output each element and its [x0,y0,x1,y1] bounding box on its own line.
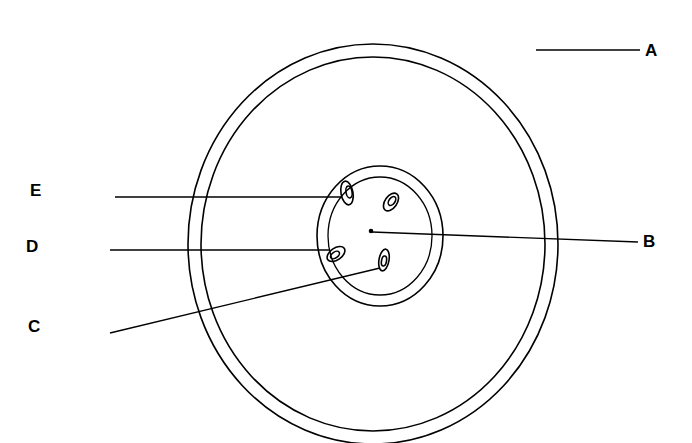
part-label: B [643,233,655,250]
part-label: D [26,238,38,255]
leader-lines [110,50,640,333]
stele-outline [317,166,443,306]
part-label: C [28,318,40,335]
vascular-bundles [324,180,401,272]
inner-outer-layer [201,57,545,431]
outer-layer [188,44,558,443]
part-label: A [645,42,657,59]
part-label: E [30,182,41,199]
